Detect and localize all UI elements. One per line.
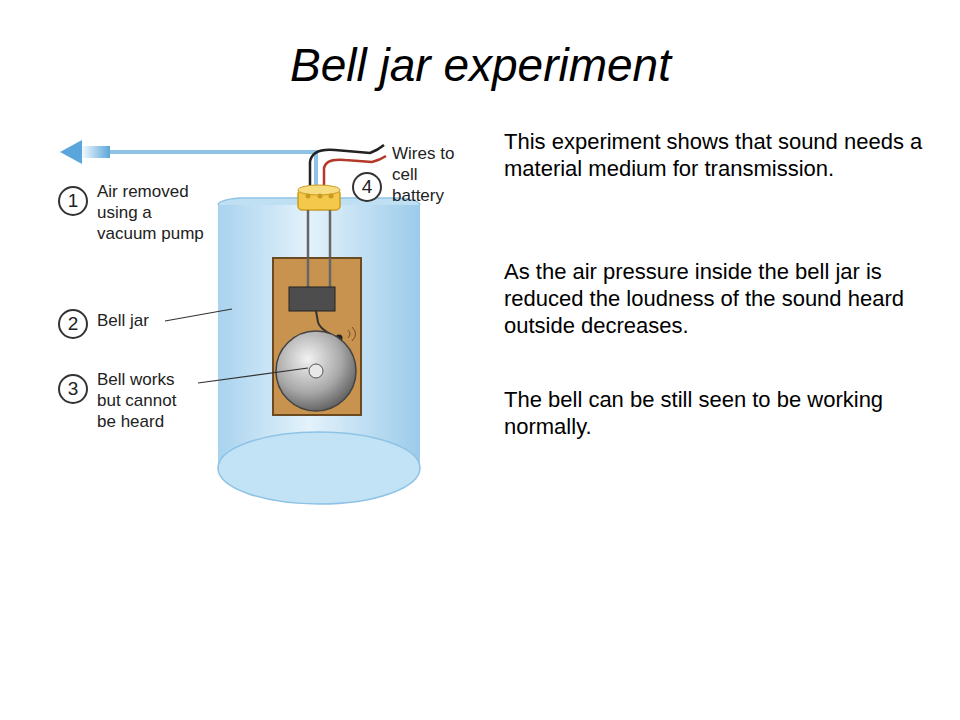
bell-jar: [218, 205, 420, 504]
support-rod: [329, 210, 332, 260]
leader-line: [165, 309, 232, 321]
bell-centre: [309, 364, 323, 378]
mounting-board: [273, 258, 361, 415]
jar-base: [218, 432, 420, 504]
callout-number: 1: [58, 186, 88, 216]
explanation-text: The bell can be still seen to be working…: [504, 386, 924, 440]
flow-arrow-tail: [80, 146, 110, 158]
stopper-top: [298, 185, 340, 195]
callout-number: 3: [58, 374, 88, 404]
diagram-title: Bell jar experiment: [290, 38, 671, 92]
callout-label: Air removed using a vacuum pump: [97, 181, 212, 244]
leader-line: [198, 368, 308, 383]
flow-arrow-head: [60, 140, 82, 164]
explanation-text: This experiment shows that sound needs a…: [504, 128, 924, 182]
support-rod: [307, 210, 310, 260]
callout-label: Bell works but cannot be heard: [97, 369, 197, 432]
electromagnet: [289, 287, 335, 311]
callout-number: 4: [352, 172, 382, 202]
explanation-text: As the air pressure inside the bell jar …: [504, 258, 924, 339]
callout-label: Wires to cell battery: [392, 143, 462, 206]
callout-label: Bell jar: [97, 310, 212, 331]
callout-number: 2: [58, 309, 88, 339]
